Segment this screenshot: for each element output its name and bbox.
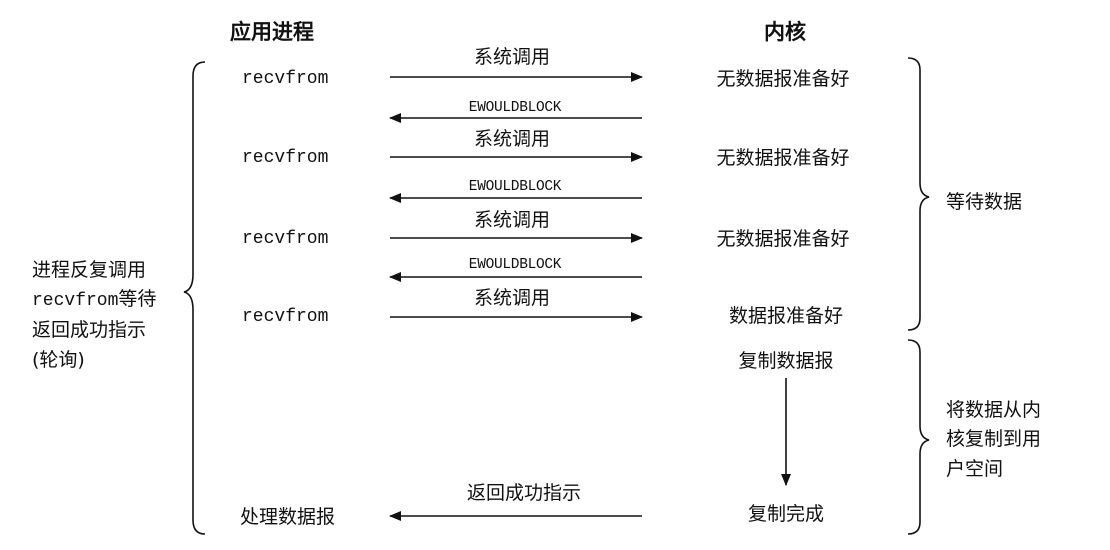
recvfrom-call-3: recvfrom <box>242 229 329 249</box>
polling-note-recvfrom: recvfrom <box>32 291 119 312</box>
copy-datagram-label: 复制数据报 <box>738 350 834 372</box>
polling-note-line-1: 进程反复调用 <box>32 259 147 281</box>
wait-brace <box>907 57 930 331</box>
syscall-label-1: 系统调用 <box>473 46 551 68</box>
kernel-state-ready: 数据报准备好 <box>728 305 844 327</box>
kernel-state-3: 无数据报准备好 <box>716 228 850 250</box>
copy-complete-label: 复制完成 <box>747 503 825 525</box>
polling-note-wait: 等待 <box>118 288 157 311</box>
copy-note-line-3: 户空间 <box>946 457 1004 480</box>
kernel-column-header: 内核 <box>764 20 806 44</box>
ewouldblock-label-3: EWOULDBLOCK <box>468 257 562 273</box>
return-success-label: 返回成功指示 <box>466 482 582 504</box>
recvfrom-call-1: recvfrom <box>242 69 329 89</box>
wait-for-data-note: 等待数据 <box>946 191 1023 213</box>
syscall-label-4: 系统调用 <box>473 287 551 309</box>
process-datagram-label: 处理数据报 <box>240 506 336 528</box>
process-column-header: 应用进程 <box>230 20 314 44</box>
syscall-label-2: 系统调用 <box>473 128 551 150</box>
left-brace <box>183 61 206 535</box>
polling-note-line-2: recvfrom等待 <box>32 285 156 316</box>
polling-note-line-3: 返回成功指示 <box>32 319 147 342</box>
copy-note-line-2: 核复制到用 <box>946 428 1042 451</box>
ewouldblock-label-2: EWOULDBLOCK <box>468 179 562 195</box>
syscall-label-3: 系统调用 <box>473 209 551 231</box>
polling-note: 进程反复调用 recvfrom等待 返回成功指示 (轮询) <box>32 256 156 375</box>
recvfrom-call-4: recvfrom <box>242 307 329 327</box>
copy-note-line-1: 将数据从内 <box>946 399 1042 421</box>
recvfrom-call-2: recvfrom <box>242 148 329 168</box>
ewouldblock-label-1: EWOULDBLOCK <box>468 100 562 116</box>
kernel-state-1: 无数据报准备好 <box>716 68 850 90</box>
kernel-state-2: 无数据报准备好 <box>716 147 850 169</box>
copy-brace <box>907 339 930 535</box>
polling-note-line-4: (轮询) <box>32 348 85 371</box>
copy-to-user-note: 将数据从内 核复制到用 户空间 <box>946 396 1041 484</box>
